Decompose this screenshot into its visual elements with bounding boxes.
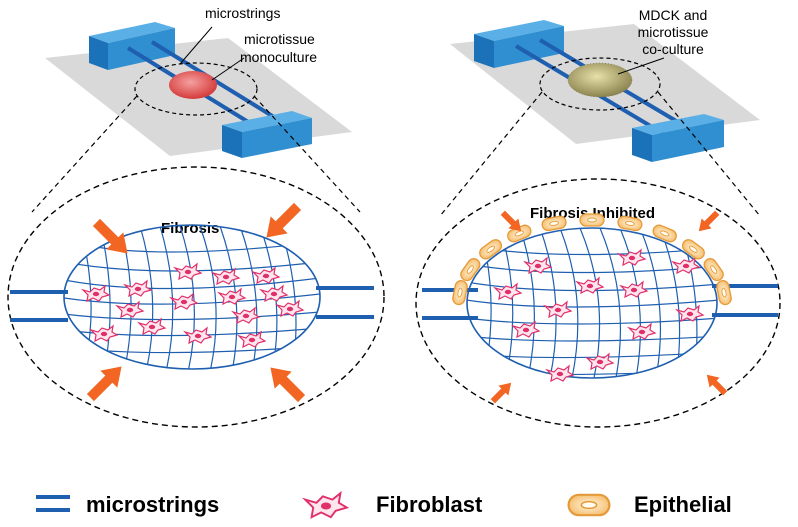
legend-fibroblast-label: Fibroblast (376, 492, 483, 517)
arrow-icon (490, 382, 512, 404)
left-microtissue-boundary (63, 224, 321, 370)
legend-epithelial-icon (567, 493, 611, 517)
fibroblast-cell (238, 331, 266, 348)
fibroblast-cell (138, 318, 166, 335)
right-contraction-arrows (490, 210, 728, 404)
left-pillar-top (89, 22, 175, 70)
label-microtissue-right: microtissue (638, 24, 709, 40)
right-pointer-tissue (617, 57, 665, 75)
fibroblast-cell (546, 365, 574, 382)
fibroblast-cell (628, 323, 656, 340)
left-microtissue (169, 71, 217, 99)
epithelial-cell (451, 279, 469, 307)
fibroblast-cell (90, 325, 118, 342)
fibroblast-cell (618, 249, 646, 266)
label-microstrings: microstrings (205, 5, 280, 21)
fibroblast-cell (672, 257, 700, 274)
arrow-icon (92, 218, 128, 254)
epithelial-cell (579, 213, 605, 227)
right-microtissue-boundary (466, 227, 718, 379)
epithelial-cell (715, 279, 733, 307)
left-projection-line (31, 95, 138, 213)
left-zoom-outline (7, 166, 385, 428)
arrow-icon (698, 210, 720, 232)
right-microtissue (568, 63, 632, 97)
right-pillar-top (474, 20, 564, 68)
fibroblast-cell (82, 285, 110, 302)
legend-epithelial-label: Epithelial (634, 492, 732, 517)
epithelial-cell (650, 222, 679, 245)
right-projection-line (439, 91, 543, 217)
fibroblast-cell (586, 353, 614, 370)
label-coculture: co-culture (642, 41, 704, 57)
left-projection-line (253, 95, 361, 213)
left-contraction-arrows (86, 202, 306, 403)
left-pillar-bottom (222, 111, 312, 158)
left-device: microstrings microtissue monoculture (31, 5, 361, 213)
epithelial-cell (457, 255, 483, 284)
legend: microstrings Fibroblast Epithelial (36, 492, 732, 519)
legend-microstrings-icon (36, 495, 70, 512)
left-pointer-strings (179, 26, 213, 65)
arrow-icon (270, 367, 306, 403)
fibroblast-cell (170, 293, 198, 310)
legend-microstrings-label: microstrings (86, 492, 219, 517)
left-pointer-tissue (211, 57, 245, 81)
fibroblast-cell (512, 321, 540, 338)
right-zoom-ring (539, 57, 661, 111)
arrow-icon (86, 366, 122, 402)
arrow-icon (706, 374, 728, 396)
label-mdck: MDCK and (639, 7, 707, 23)
epithelial-cell (679, 236, 708, 262)
fibroblast-cell (116, 301, 144, 318)
left-zoom-strings (10, 286, 374, 322)
fibroblast-cell (260, 285, 288, 302)
left-zoom-title: Fibrosis (161, 220, 219, 237)
legend-fibroblast-icon (304, 492, 348, 519)
epithelial-cell (476, 236, 505, 262)
fibroblast-cell (212, 268, 240, 285)
label-microtissue: microtissue (244, 31, 315, 47)
fibroblast-cell (252, 267, 280, 284)
right-device: MDCK and microtissue co-culture (439, 7, 761, 217)
fibroblast-cell (676, 305, 704, 322)
fibroblast-cell (174, 263, 202, 280)
epithelial-cell (701, 255, 727, 284)
left-zoom: Fibrosis (7, 166, 385, 428)
label-monoculture: monoculture (240, 49, 317, 65)
fibroblast-cell (124, 280, 152, 297)
right-pillar-bottom (632, 114, 724, 162)
left-fibroblasts (82, 263, 304, 348)
arrow-icon (266, 202, 302, 238)
right-zoom: Fibrosis Inhibited (415, 178, 781, 428)
right-zoom-outline (415, 178, 781, 428)
fibroblast-cell (620, 281, 648, 298)
arrow-icon (500, 210, 522, 232)
fibroblast-cell (544, 301, 572, 318)
fibroblast-cell (184, 327, 212, 344)
left-zoom-ring (134, 62, 258, 116)
